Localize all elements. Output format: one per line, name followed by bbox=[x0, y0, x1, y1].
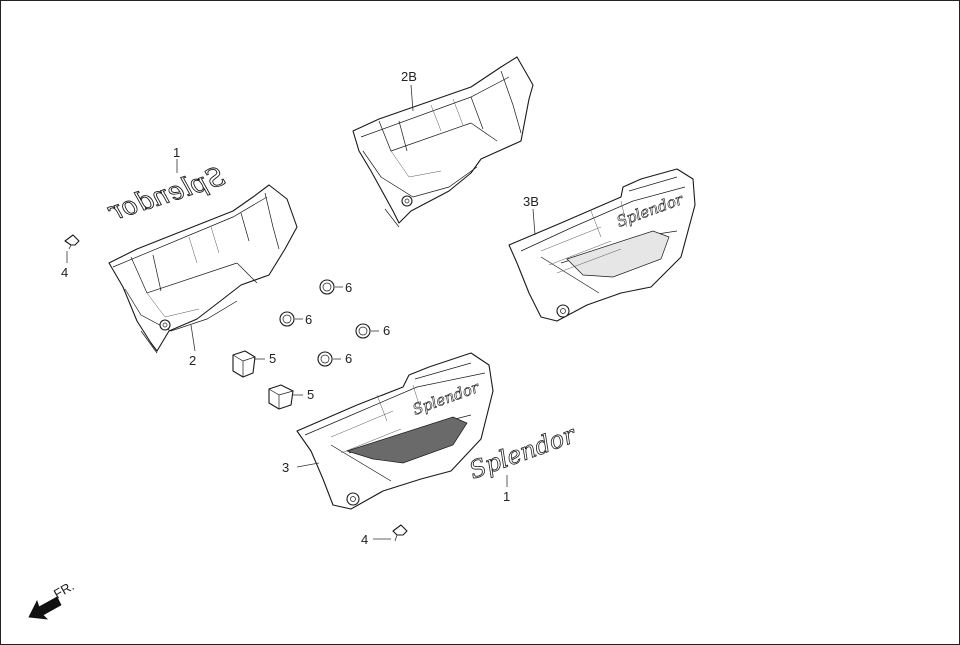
front-direction-indicator: FR. bbox=[28, 578, 77, 620]
callout-1-lower: 1 bbox=[503, 489, 510, 504]
callout-2: 2 bbox=[189, 353, 196, 368]
arrow-left-down-icon bbox=[28, 596, 62, 620]
callout-3: 3 bbox=[282, 460, 289, 475]
side-cover-3b: Splendor bbox=[508, 168, 696, 322]
clip-6-c: 6 bbox=[355, 323, 390, 339]
callout-4-lower: 4 bbox=[361, 532, 368, 547]
side-cover-3: Splendor bbox=[296, 352, 494, 510]
callout-3b: 3B bbox=[523, 194, 539, 209]
grommet-5-b: 5 bbox=[268, 384, 314, 410]
grommet-5-a: 5 bbox=[232, 350, 276, 378]
clip-6-b: 6 bbox=[279, 311, 312, 327]
emblem-upper-text: Splendor bbox=[104, 162, 229, 228]
callout-6-c: 6 bbox=[383, 323, 390, 338]
side-cover-2b bbox=[352, 56, 534, 228]
callout-5-a: 5 bbox=[269, 351, 276, 366]
bolt-4-lower bbox=[392, 524, 408, 542]
side-cover-2 bbox=[108, 184, 298, 354]
callout-2b: 2B bbox=[401, 69, 417, 84]
callout-4-left: 4 bbox=[61, 265, 68, 280]
callout-5-b: 5 bbox=[307, 387, 314, 402]
clip-6-d: 6 bbox=[317, 351, 352, 367]
callout-6-b: 6 bbox=[305, 312, 312, 327]
clip-6-a: 6 bbox=[319, 279, 352, 295]
callout-1-upper: 1 bbox=[173, 145, 180, 160]
bolt-4-left bbox=[64, 234, 80, 250]
emblem-upper: Splendor bbox=[104, 161, 229, 228]
callout-6-d: 6 bbox=[345, 351, 352, 366]
callout-6-a: 6 bbox=[345, 280, 352, 295]
